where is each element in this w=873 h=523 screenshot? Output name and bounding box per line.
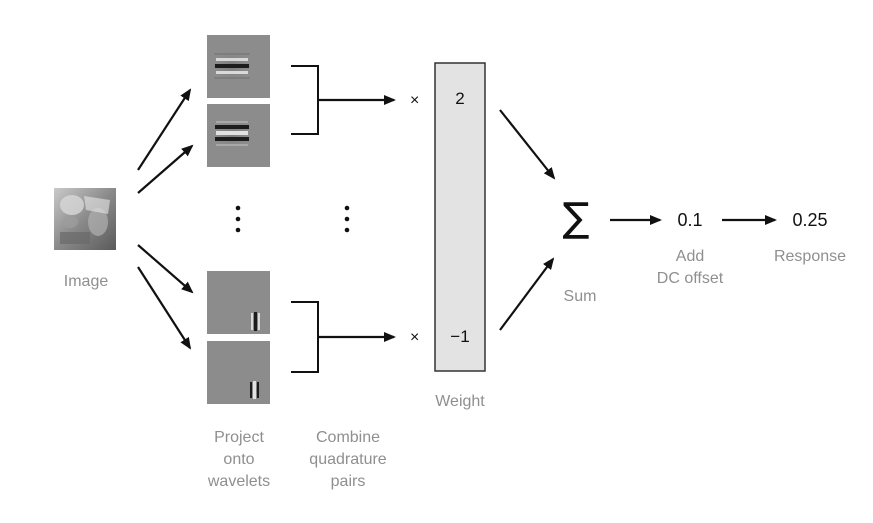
arrow-weight-to-sum-bottom: [499, 257, 555, 331]
combine-bracket-top: [291, 65, 319, 135]
wavelet-filter-1: [207, 35, 270, 98]
label-add-line-2: DC offset: [656, 270, 724, 287]
label-response: Response: [773, 248, 847, 265]
label-add-line-1: Add: [675, 248, 705, 265]
label-combine-line-3: pairs: [330, 473, 366, 490]
multiply-sign-bottom: ×: [410, 329, 420, 346]
label-combine-line-1: Combine: [315, 429, 381, 446]
ellipsis-combine: [344, 205, 350, 233]
arrow-image-to-wavelet-4: [137, 266, 192, 350]
weight-value-top: 2: [455, 89, 465, 108]
label-add-dc-offset: Add DC offset: [640, 246, 740, 290]
response-value: 0.25: [792, 210, 828, 230]
weight-value-bottom: −1: [450, 327, 470, 346]
weight-box: [434, 62, 486, 372]
label-project-line-1: Project: [214, 429, 264, 446]
label-project-line-3: wavelets: [207, 473, 271, 490]
label-project-line-2: onto: [223, 451, 255, 468]
label-weight: Weight: [435, 393, 485, 410]
arrow-image-to-wavelet-2: [137, 144, 194, 194]
arrow-image-to-wavelet-1: [137, 88, 192, 171]
arrow-weight-to-sum-top: [499, 109, 556, 180]
multiply-sign-top: ×: [410, 92, 420, 109]
wavelet-filter-4: [207, 341, 270, 404]
wavelet-filter-2: [207, 104, 270, 167]
sum-symbol: ∑: [562, 195, 590, 241]
wavelet-filter-3: [207, 271, 270, 334]
ellipsis-wavelets: [235, 205, 241, 233]
arrow-image-to-wavelet-3: [137, 244, 194, 294]
label-project-onto-wavelets: Project onto wavelets: [193, 427, 285, 493]
label-combine-line-2: quadrature: [309, 451, 387, 468]
dc-offset-value: 0.1: [677, 210, 703, 230]
label-combine-quadrature-pairs: Combine quadrature pairs: [296, 427, 400, 493]
label-sum: Sum: [563, 288, 597, 305]
input-image: [54, 188, 116, 250]
combine-bracket-bottom: [291, 301, 319, 373]
label-image: Image: [63, 273, 109, 290]
